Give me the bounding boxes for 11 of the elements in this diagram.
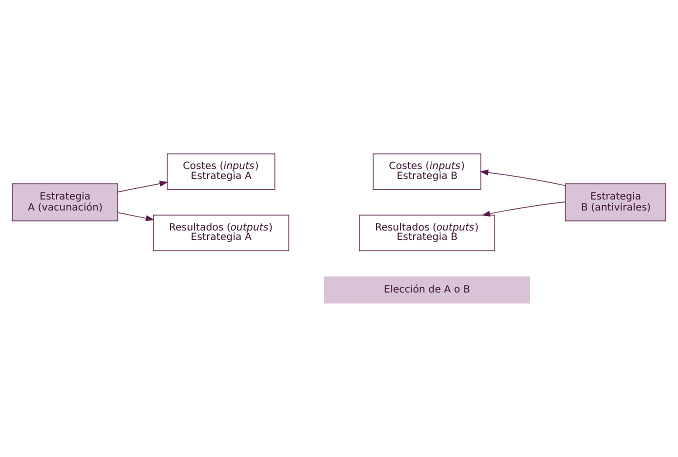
node-box: Elección de A o B: [324, 276, 530, 304]
node-box: Estrategia A (vacunación): [12, 183, 118, 222]
arrow: [117, 212, 154, 222]
node-box: Estrategia B (antivirales): [564, 183, 666, 222]
node-box: Costes (inputs) Estrategia A: [166, 154, 276, 190]
node-box: Resultados (outputs) Estrategia B: [358, 214, 496, 252]
node-box: Resultados (outputs) Estrategia A: [153, 214, 290, 252]
arrow: [117, 180, 168, 192]
node-box: Costes (inputs) Estrategia B: [372, 154, 482, 190]
arrow: [480, 170, 566, 186]
arrow: [482, 201, 566, 217]
